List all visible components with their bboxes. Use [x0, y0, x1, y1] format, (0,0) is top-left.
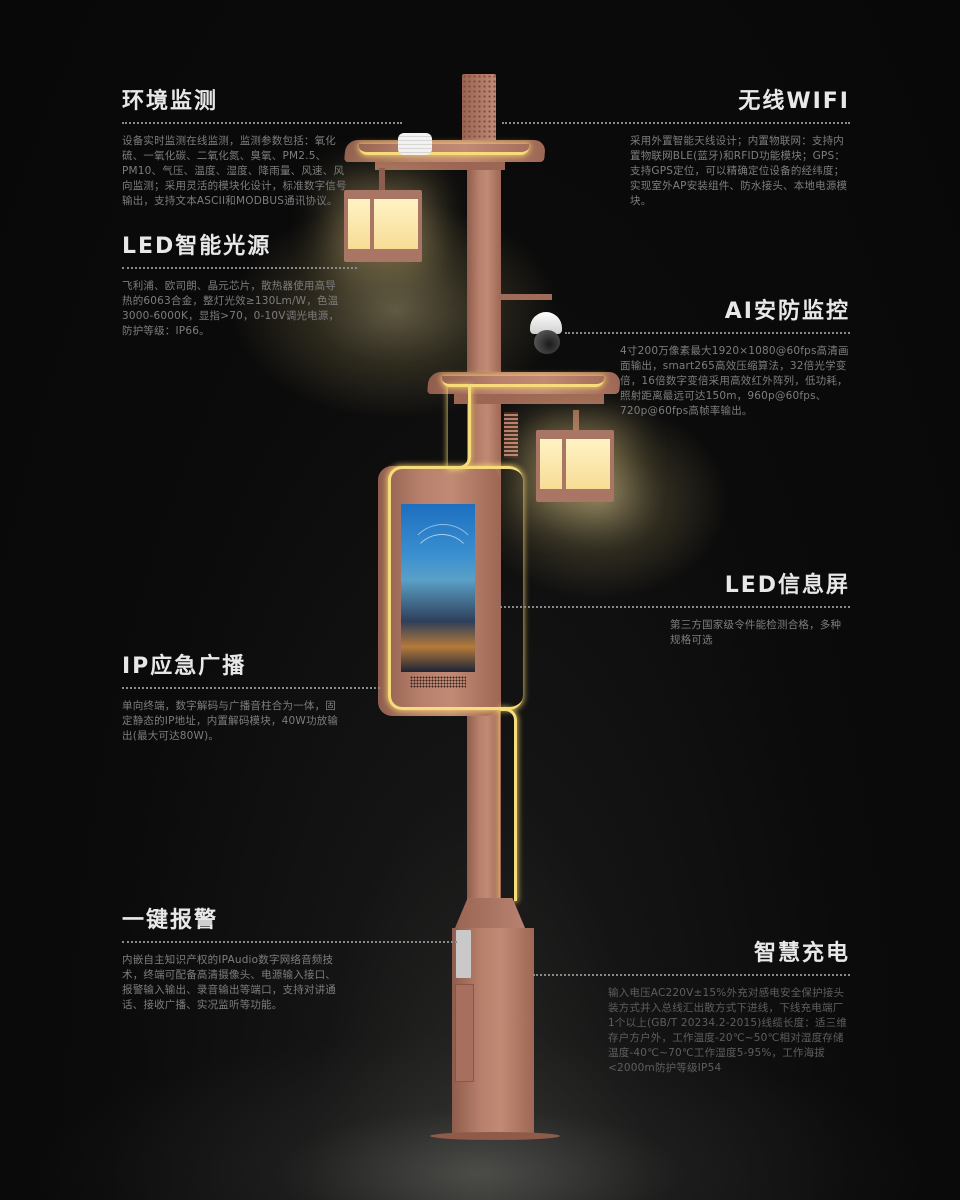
led-strip-shaft — [500, 708, 517, 901]
feature-title: 无线WIFI — [738, 89, 850, 114]
display-screen-icon — [401, 504, 479, 672]
feature-sos-alarm: 一键报警 内嵌自主知识产权的IPAudio数字网络音频技术，终端可配备高清摄像头… — [122, 907, 457, 1013]
feature-desc: 输入电压AC220V±15%外充对感电安全保护接头装方式并入总线汇出散方式下进线… — [608, 987, 848, 1074]
feature-ai-security: AI安防监控 4寸200万像素最大1920×1080@60fps高清画面输出，s… — [565, 298, 850, 419]
dotted-leader — [122, 267, 357, 269]
charger-icon — [455, 984, 474, 1082]
feature-desc: 设备实时监测在线监测，监测参数包括：氧化硫、一氧化碳、二氧化氮、臭氧、PM2.5… — [122, 135, 347, 207]
dotted-leader — [502, 122, 850, 124]
base-top — [455, 898, 525, 928]
feature-desc: 采用外置智能天线设计；内置物联网：支持内置物联网BLE(蓝牙)和RFID功能模块… — [630, 135, 848, 207]
lantern-icon — [344, 190, 422, 262]
dotted-leader — [122, 687, 380, 689]
lantern-icon-lower — [536, 430, 614, 502]
dome-camera-icon — [530, 312, 564, 356]
feature-led-light: LED智能光源 飞利浦、欧司朗、晶元芯片，散热器使用高导热的6063合金，整灯光… — [122, 233, 357, 339]
feature-desc: 单向终端，数字解码与广播音柱合为一体，固定静态的IP地址，内置解码模块，40W功… — [122, 700, 339, 742]
dotted-leader — [122, 122, 402, 124]
feature-title: IP应急广播 — [122, 654, 247, 679]
feature-smart-charging: 智慧充电 输入电压AC220V±15%外充对感电安全保护接头装方式并入总线汇出散… — [533, 940, 850, 1076]
feature-title: 一键报警 — [122, 908, 219, 933]
feature-title: AI安防监控 — [724, 299, 850, 324]
dotted-leader — [122, 941, 457, 943]
base-plate — [430, 1132, 560, 1140]
feature-led-screen: LED信息屏 第三方国家级令件能检测合格，多种规格可选 — [500, 572, 850, 648]
feature-title: 智慧充电 — [753, 941, 850, 966]
speaker-icon — [410, 676, 466, 688]
dotted-leader — [533, 974, 850, 976]
feature-wifi: 无线WIFI 采用外置智能天线设计；内置物联网：支持内置物联网BLE(蓝牙)和R… — [502, 88, 850, 209]
lower-crossarm — [427, 372, 621, 412]
dotted-leader — [500, 606, 850, 608]
feature-desc: 第三方国家级令件能检测合格，多种规格可选 — [670, 619, 842, 646]
lantern-hanger-lower — [573, 410, 579, 430]
vent-grille — [504, 412, 518, 458]
feature-title: LED信息屏 — [724, 573, 850, 598]
upper-crossarm — [344, 140, 546, 170]
feature-desc: 4寸200万像素最大1920×1080@60fps高清画面输出，smart265… — [620, 345, 849, 417]
alarm-button-icon — [456, 930, 471, 978]
dotted-leader — [565, 332, 850, 334]
feature-title: 环境监测 — [122, 89, 219, 114]
lantern-hanger — [379, 168, 385, 190]
camera-bracket — [500, 294, 552, 300]
feature-env-monitor: 环境监测 设备实时监测在线监测，监测参数包括：氧化硫、一氧化碳、二氧化氮、臭氧、… — [122, 88, 402, 209]
feature-ip-broadcast: IP应急广播 单向终端，数字解码与广播音柱合为一体，固定静态的IP地址，内置解码… — [122, 653, 380, 744]
feature-title: LED智能光源 — [122, 234, 272, 259]
sensor-icon — [398, 133, 432, 155]
feature-desc: 飞利浦、欧司朗、晶元芯片，散热器使用高导热的6063合金，整灯光效≥130Lm/… — [122, 280, 340, 337]
feature-desc: 内嵌自主知识产权的IPAudio数字网络音频技术，终端可配备高清摄像头、电源输入… — [122, 954, 336, 1011]
led-strip-upper — [448, 386, 471, 469]
